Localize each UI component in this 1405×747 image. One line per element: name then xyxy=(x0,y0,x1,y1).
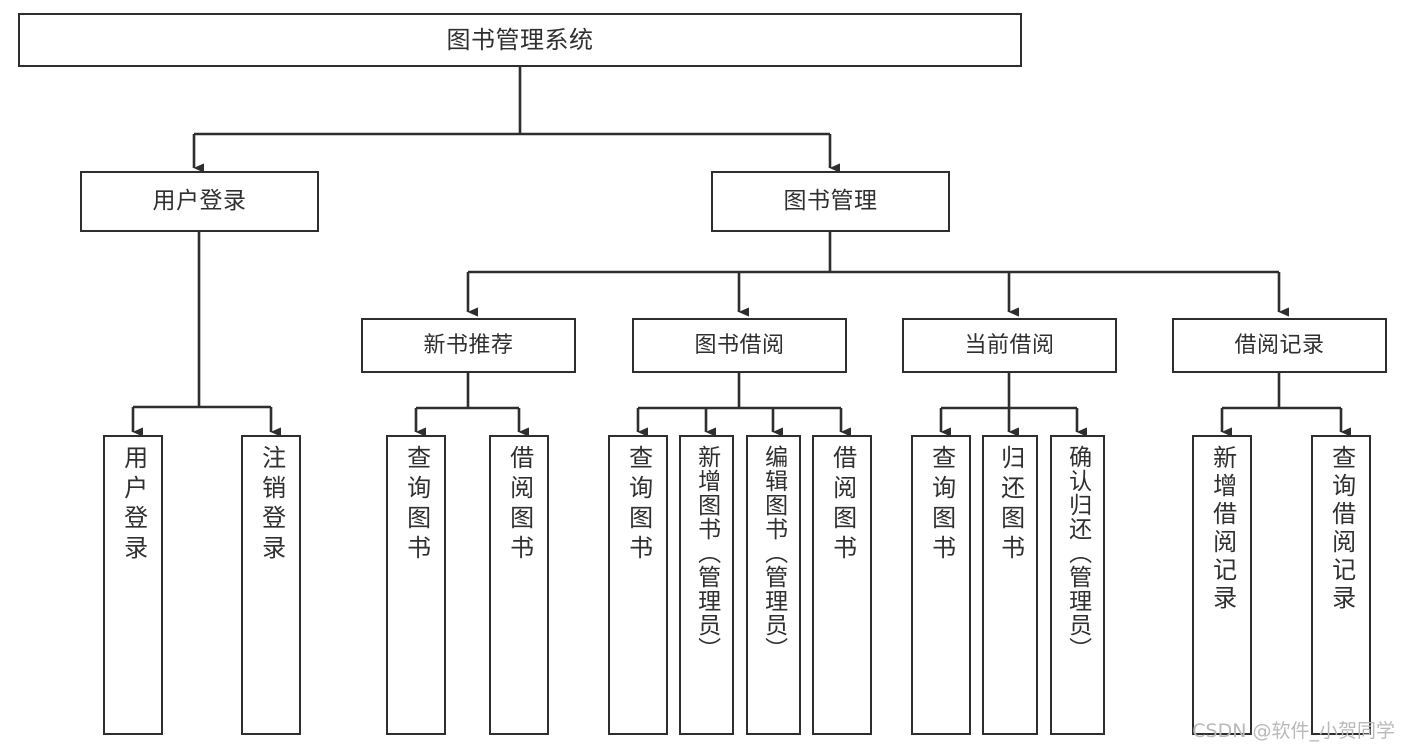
leaf-return-book[interactable]: 归还图书 xyxy=(982,435,1038,735)
leaf-add-book-label: 新增图书（管理员） xyxy=(693,445,720,661)
leaf-query-book-2-label: 查询图书 xyxy=(624,445,653,565)
leaf-logout-label: 注销登录 xyxy=(257,445,286,565)
leaf-query-record[interactable]: 查询借阅记录 xyxy=(1311,435,1371,735)
leaf-user-login[interactable]: 用户登录 xyxy=(103,435,163,735)
leaf-borrow-book-2[interactable]: 借阅图书 xyxy=(812,435,872,735)
leaf-borrow-book-1[interactable]: 借阅图书 xyxy=(489,435,549,735)
node-book-borrow[interactable]: 图书借阅 xyxy=(632,318,847,373)
node-borrow-record[interactable]: 借阅记录 xyxy=(1172,318,1387,373)
leaf-return-book-label: 归还图书 xyxy=(996,445,1025,565)
leaf-query-book-2[interactable]: 查询图书 xyxy=(608,435,668,735)
leaf-logout[interactable]: 注销登录 xyxy=(241,435,301,735)
leaf-confirm-return-label: 确认归还（管理员） xyxy=(1064,445,1091,661)
leaf-borrow-book-2-label: 借阅图书 xyxy=(828,445,857,565)
leaf-user-login-label: 用户登录 xyxy=(119,445,148,565)
node-current-borrow-label: 当前借阅 xyxy=(964,332,1055,358)
node-book-manage[interactable]: 图书管理 xyxy=(711,171,950,232)
node-borrow-record-label: 借阅记录 xyxy=(1234,332,1325,358)
node-user-login[interactable]: 用户登录 xyxy=(80,171,319,232)
leaf-edit-book[interactable]: 编辑图书（管理员） xyxy=(746,435,801,735)
leaf-add-record-label: 新增借阅记录 xyxy=(1208,445,1237,613)
leaf-query-record-label: 查询借阅记录 xyxy=(1327,445,1356,613)
node-new-book-recommend[interactable]: 新书推荐 xyxy=(361,318,576,373)
node-root[interactable]: 图书管理系统 xyxy=(18,13,1022,67)
node-root-label: 图书管理系统 xyxy=(446,25,594,54)
leaf-edit-book-label: 编辑图书（管理员） xyxy=(760,445,787,661)
leaf-add-record[interactable]: 新增借阅记录 xyxy=(1192,435,1252,735)
leaf-query-book-1[interactable]: 查询图书 xyxy=(386,435,446,735)
leaf-add-book[interactable]: 新增图书（管理员） xyxy=(679,435,734,735)
leaf-query-book-1-label: 查询图书 xyxy=(402,445,431,565)
leaf-query-book-3[interactable]: 查询图书 xyxy=(911,435,971,735)
node-current-borrow[interactable]: 当前借阅 xyxy=(902,318,1117,373)
leaf-query-book-3-label: 查询图书 xyxy=(927,445,956,565)
node-user-login-label: 用户登录 xyxy=(152,187,247,214)
node-book-borrow-label: 图书借阅 xyxy=(694,332,785,358)
node-new-book-recommend-label: 新书推荐 xyxy=(423,332,514,358)
leaf-confirm-return[interactable]: 确认归还（管理员） xyxy=(1050,435,1105,735)
node-book-manage-label: 图书管理 xyxy=(783,187,878,214)
leaf-borrow-book-1-label: 借阅图书 xyxy=(505,445,534,565)
